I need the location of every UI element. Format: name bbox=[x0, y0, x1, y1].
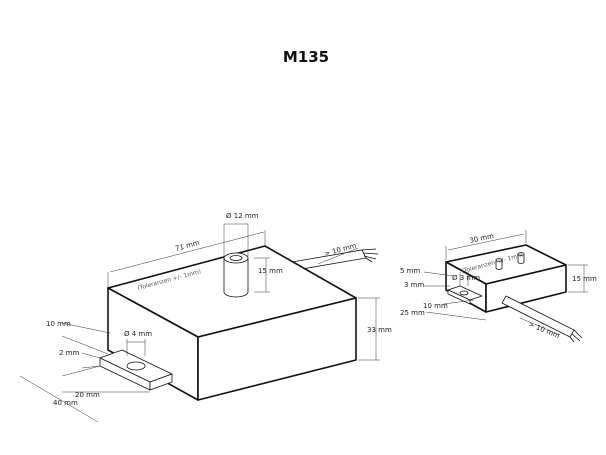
small-tab-5-label: 5 mm bbox=[400, 267, 420, 275]
large-module: (Toleranzen +/- 1mm) 71 mm Ø 12 mm 15 mm… bbox=[19, 212, 392, 423]
large-height-label: 33 mm bbox=[367, 326, 392, 334]
small-height-label: 15 mm bbox=[572, 275, 597, 283]
large-tab-10-label: 10 mm bbox=[46, 320, 71, 328]
small-studs bbox=[495, 252, 525, 270]
small-cable bbox=[501, 295, 583, 343]
large-mounting-tab bbox=[99, 349, 173, 391]
small-module: (Toleranzen +/- 1mm) 30 mm 15 mm 5 mm Ø … bbox=[400, 230, 597, 343]
small-tab-10-label: 10 mm bbox=[423, 302, 448, 310]
large-body-right bbox=[197, 297, 357, 401]
small-depth-label: 25 mm bbox=[400, 309, 425, 317]
large-tube-diameter-label: Ø 12 mm bbox=[226, 212, 259, 220]
large-tube-height-label: 15 mm bbox=[258, 267, 283, 275]
small-mounting-tab bbox=[447, 285, 483, 305]
large-tab-hole bbox=[126, 361, 146, 371]
small-tab-3-label: 3 mm bbox=[404, 281, 424, 289]
small-hole-label: Ø 3 mm bbox=[452, 274, 480, 282]
large-tube bbox=[223, 252, 249, 298]
large-tab-2-label: 2 mm bbox=[59, 349, 79, 357]
large-width-label: 71 mm bbox=[174, 239, 200, 253]
small-tab-hole bbox=[459, 290, 469, 296]
page-title: M135 bbox=[283, 48, 329, 66]
large-depth-label: 40 mm bbox=[53, 399, 78, 407]
large-hole-label: Ø 4 mm bbox=[124, 330, 152, 338]
large-tab-20-label: 20 mm bbox=[75, 391, 100, 399]
